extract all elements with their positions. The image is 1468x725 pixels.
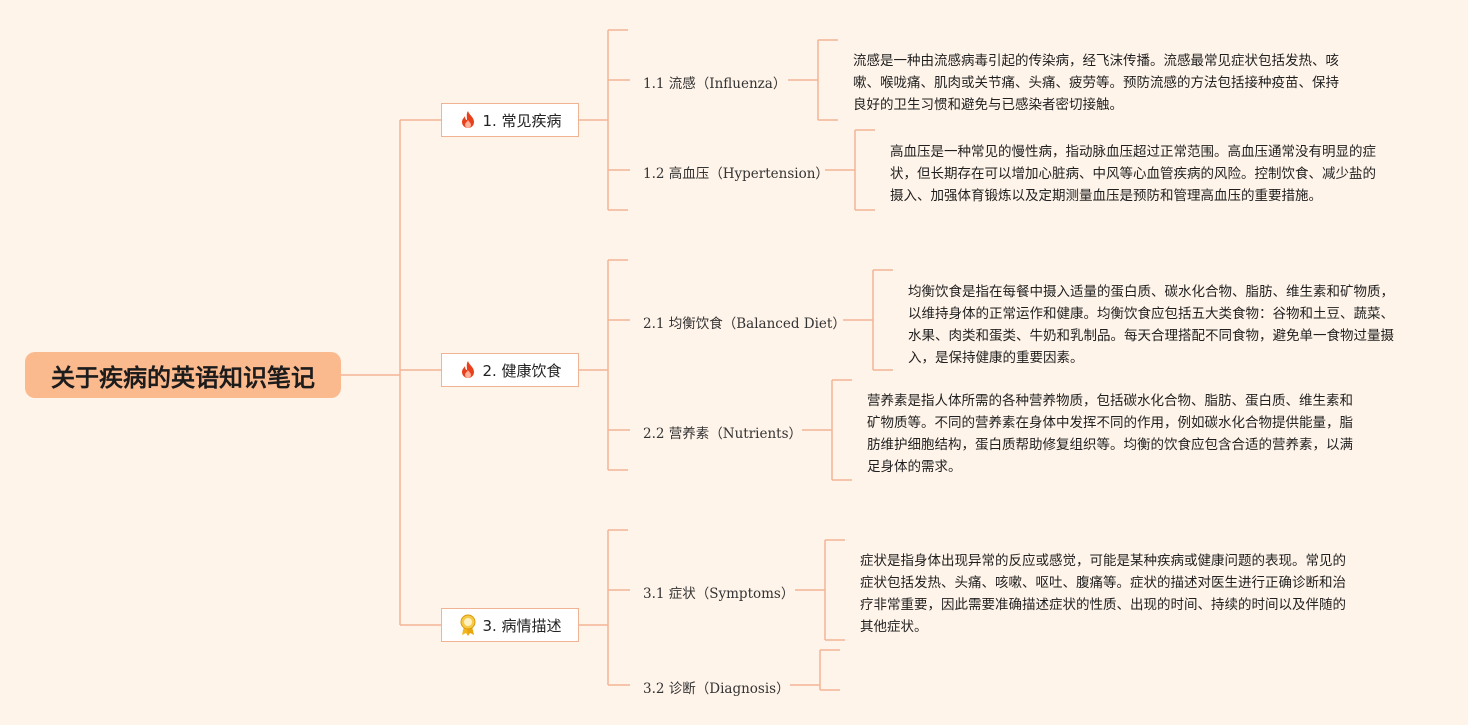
note-symptoms: 症状是指身体出现异常的反应或感觉，可能是某种疾病或健康问题的表现。常见的症状包括… bbox=[860, 553, 1346, 635]
subtopic-influenza[interactable]: 1.1 流感（Influenza） bbox=[643, 76, 787, 92]
subtopic-hypertension[interactable]: 1.2 高血压（Hypertension） bbox=[643, 166, 829, 182]
subtopic-balanced-diet[interactable]: 2.1 均衡饮食（Balanced Diet） bbox=[643, 316, 846, 332]
subtopic-diagnosis[interactable]: 3.2 诊断（Diagnosis） bbox=[643, 681, 790, 697]
branch-common-diseases[interactable]: 1. 常见疾病 bbox=[441, 103, 579, 137]
root-topic[interactable]: 关于疾病的英语知识笔记 bbox=[25, 352, 341, 398]
note-nutrients: 营养素是指人体所需的各种营养物质，包括碳水化合物、脂肪、蛋白质、维生素和矿物质等… bbox=[867, 393, 1353, 475]
subtopic-nutrients[interactable]: 2.2 营养素（Nutrients） bbox=[643, 426, 803, 442]
note-influenza: 流感是一种由流感病毒引起的传染病，经飞沫传播。流感最常见症状包括发热、咳嗽、喉咙… bbox=[853, 53, 1339, 113]
branch-label: 2. 健康饮食 bbox=[482, 361, 562, 380]
branch-label: 3. 病情描述 bbox=[482, 616, 562, 635]
fire-icon bbox=[458, 109, 478, 131]
branch-healthy-diet[interactable]: 2. 健康饮食 bbox=[441, 353, 579, 387]
award-ribbon-icon bbox=[458, 614, 478, 636]
branch-label: 1. 常见疾病 bbox=[482, 111, 562, 130]
subtopic-symptoms[interactable]: 3.1 症状（Symptoms） bbox=[643, 586, 795, 602]
branch-condition-description[interactable]: 3. 病情描述 bbox=[441, 608, 579, 642]
fire-icon bbox=[458, 359, 478, 381]
note-hypertension: 高血压是一种常见的慢性病，指动脉血压超过正常范围。高血压通常没有明显的症状，但长… bbox=[890, 144, 1376, 204]
note-balanced-diet: 均衡饮食是指在每餐中摄入适量的蛋白质、碳水化合物、脂肪、维生素和矿物质，以维持身… bbox=[908, 284, 1394, 366]
